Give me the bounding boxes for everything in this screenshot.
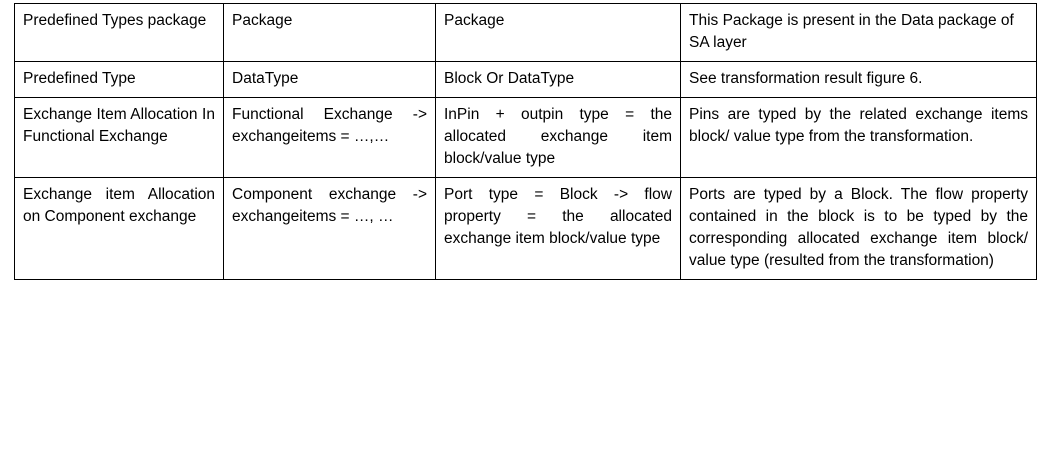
cell-sysml-concept: InPin + outpin type = the allocated exch…	[435, 97, 681, 178]
cell-source-element: Predefined Types package	[14, 3, 224, 62]
cell-sysml-concept: Block Or DataType	[435, 61, 681, 98]
cell-comment: Pins are typed by the related exchange i…	[680, 97, 1037, 178]
cell-source-element: Exchange Item Allocation In Functional E…	[14, 97, 224, 178]
cell-comment: This Package is present in the Data pack…	[680, 3, 1037, 62]
cell-sysml-concept: Port type = Block -> flow property = the…	[435, 177, 681, 280]
cell-capella-concept: Functional Exchange -> exchangeitems = ……	[223, 97, 436, 178]
cell-comment: Ports are typed by a Block. The flow pro…	[680, 177, 1037, 280]
table-row: Exchange Item Allocation In Functional E…	[14, 97, 1037, 178]
cell-capella-concept: Package	[223, 3, 436, 62]
cell-source-element: Predefined Type	[14, 61, 224, 98]
cell-source-element: Exchange item Allocation on Component ex…	[14, 177, 224, 280]
cell-capella-concept: Component exchange -> exchangeitems = …,…	[223, 177, 436, 280]
table-row: Exchange item Allocation on Component ex…	[14, 177, 1037, 280]
cell-sysml-concept: Package	[435, 3, 681, 62]
table-row: Predefined Types package Package Package…	[14, 3, 1037, 62]
cell-capella-concept: DataType	[223, 61, 436, 98]
cell-comment: See transformation result figure 6.	[680, 61, 1037, 98]
mapping-table: Predefined Types package Package Package…	[14, 3, 1037, 280]
table-row: Predefined Type DataType Block Or DataTy…	[14, 61, 1037, 98]
